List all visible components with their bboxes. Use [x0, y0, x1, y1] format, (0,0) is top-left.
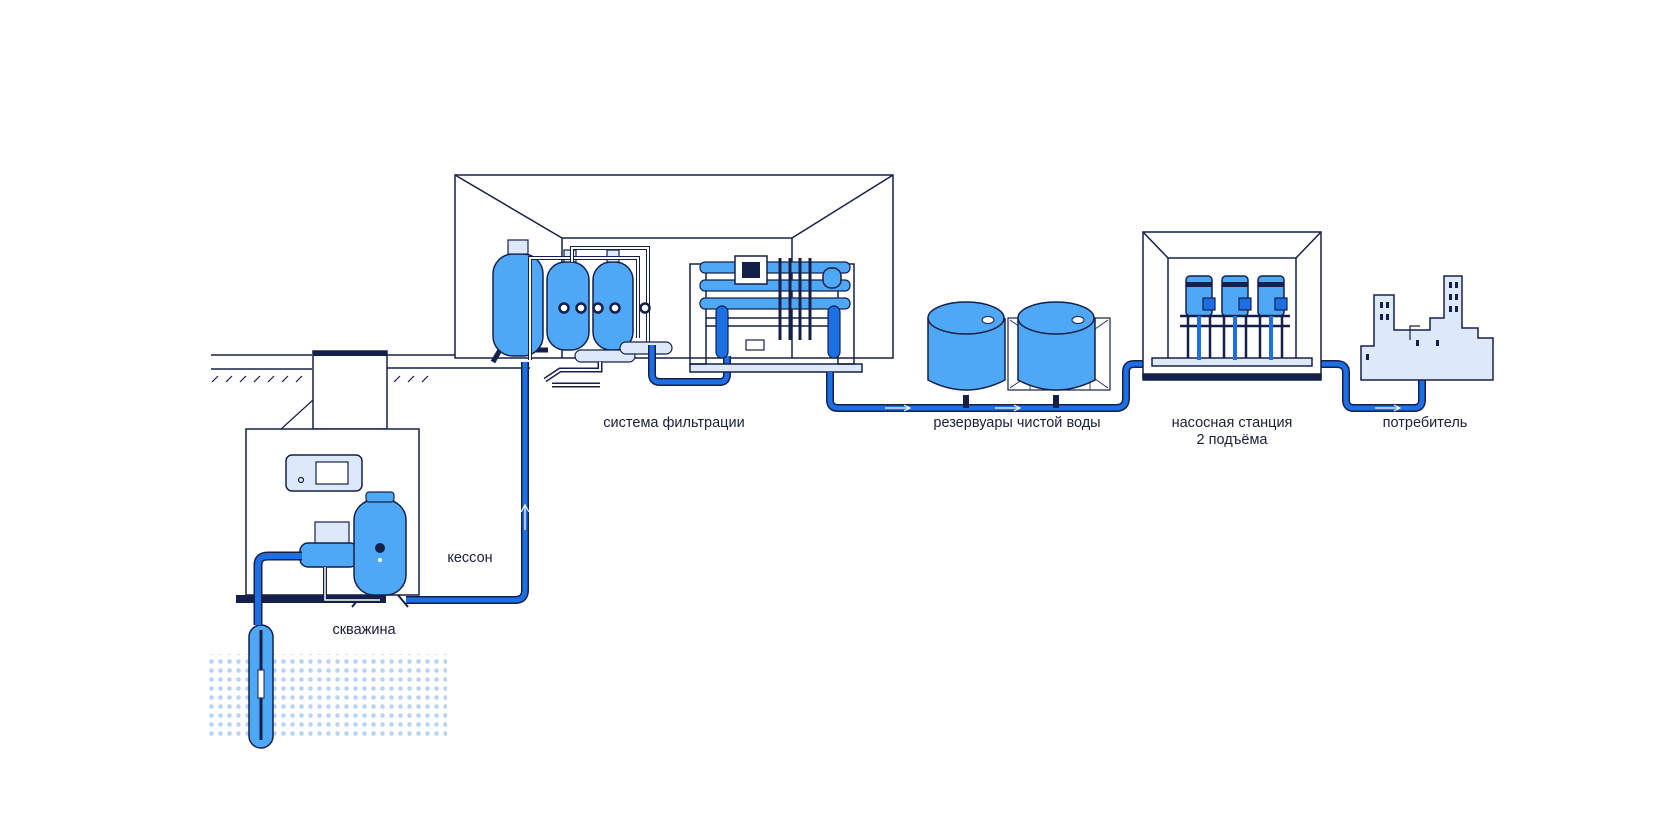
- pump-icon: [1180, 275, 1290, 360]
- label-pump-station-2: 2 подъёма: [1197, 432, 1269, 448]
- label-pump-station-1: насосная станция: [1172, 415, 1293, 431]
- ro-unit-icon: [689, 255, 863, 373]
- label-well: скважина: [332, 622, 396, 638]
- label-consumer: потребитель: [1383, 415, 1468, 431]
- ground-line: [211, 354, 530, 383]
- label-caisson: кессон: [447, 550, 492, 566]
- city-icon: [1360, 275, 1494, 381]
- reservoir-icon: [927, 301, 1111, 408]
- aquifer-area: [207, 654, 447, 740]
- label-filtration: система фильтрации: [603, 415, 744, 431]
- flow-arrows: [885, 404, 1402, 412]
- filter-icon: [490, 239, 673, 388]
- caisson-icon: [245, 350, 420, 608]
- label-reservoirs: резервуары чистой воды: [933, 415, 1100, 431]
- well-icon: [236, 595, 386, 749]
- diagram-labels: система фильтрации резервуары чистой вод…: [332, 415, 1467, 638]
- flow-arrow: [520, 503, 530, 530]
